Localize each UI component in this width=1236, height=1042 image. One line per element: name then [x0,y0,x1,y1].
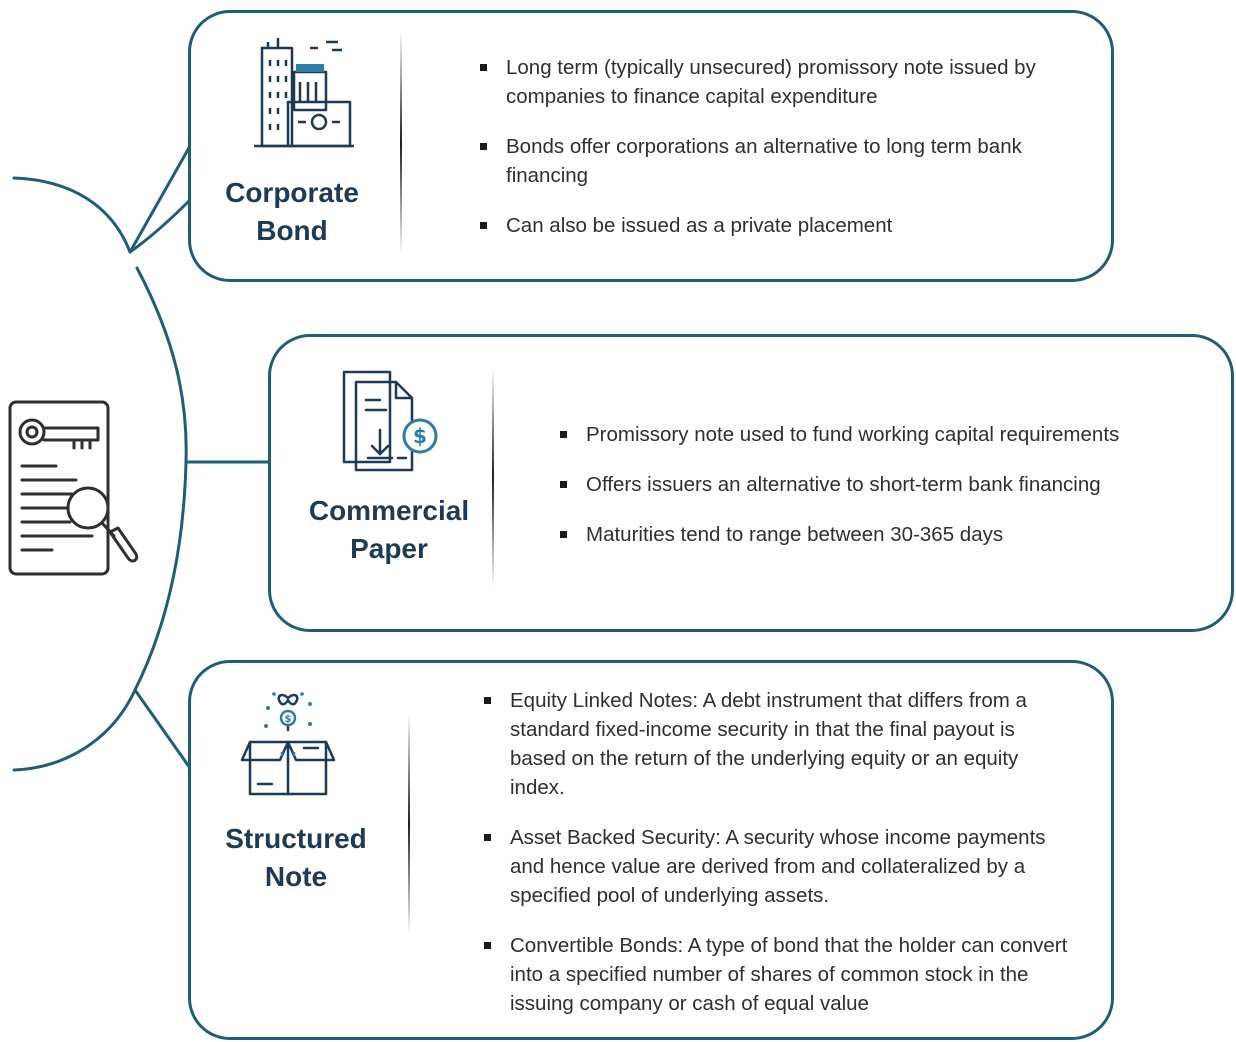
card-structured-note [188,660,1114,1040]
outer-arc-bottom [12,688,137,772]
svg-text:$: $ [285,714,292,725]
documents-dollar-icon: $ [336,366,446,478]
card-title-corporate-bond: Corporate Bond [225,177,359,246]
divider-corporate-bond [400,30,402,256]
bullet-list-commercial-paper: Promissory note used to fund working cap… [558,420,1198,549]
bullet-list-structured-note: Equity Linked Notes: A debt instrument t… [482,686,1072,1018]
list-item: Equity Linked Notes: A debt instrument t… [482,686,1072,802]
office-buildings-icon [248,38,358,150]
box-growth-icon: $ [238,690,338,800]
list-item: Maturities tend to range between 30-365 … [558,520,1198,549]
list-item: Convertible Bonds: A type of bond that t… [482,931,1072,1018]
pointer-corporate-bond [128,144,192,254]
list-item: Can also be issued as a private placemen… [478,211,1088,240]
divider-structured-note [408,712,410,936]
document-key-magnifier-icon [6,398,146,583]
outer-arc-top [12,176,132,254]
card-title-commercial-paper: Commercial Paper [308,495,470,564]
list-item: Asset Backed Security: A security whose … [482,823,1072,910]
bullet-list-corporate-bond: Long term (typically unsecured) promisso… [478,53,1088,240]
card-commercial-paper [268,334,1234,632]
card-title-structured-note: Structured Note [225,823,367,892]
list-item: Promissory note used to fund working cap… [558,420,1198,449]
list-item: Long term (typically unsecured) promisso… [478,53,1088,111]
divider-commercial-paper [492,366,494,588]
pointer-structured-note [133,688,192,770]
list-item: Bonds offer corporations an alternative … [478,132,1088,190]
list-item: Offers issuers an alternative to short-t… [558,470,1198,499]
svg-text:$: $ [413,424,427,448]
